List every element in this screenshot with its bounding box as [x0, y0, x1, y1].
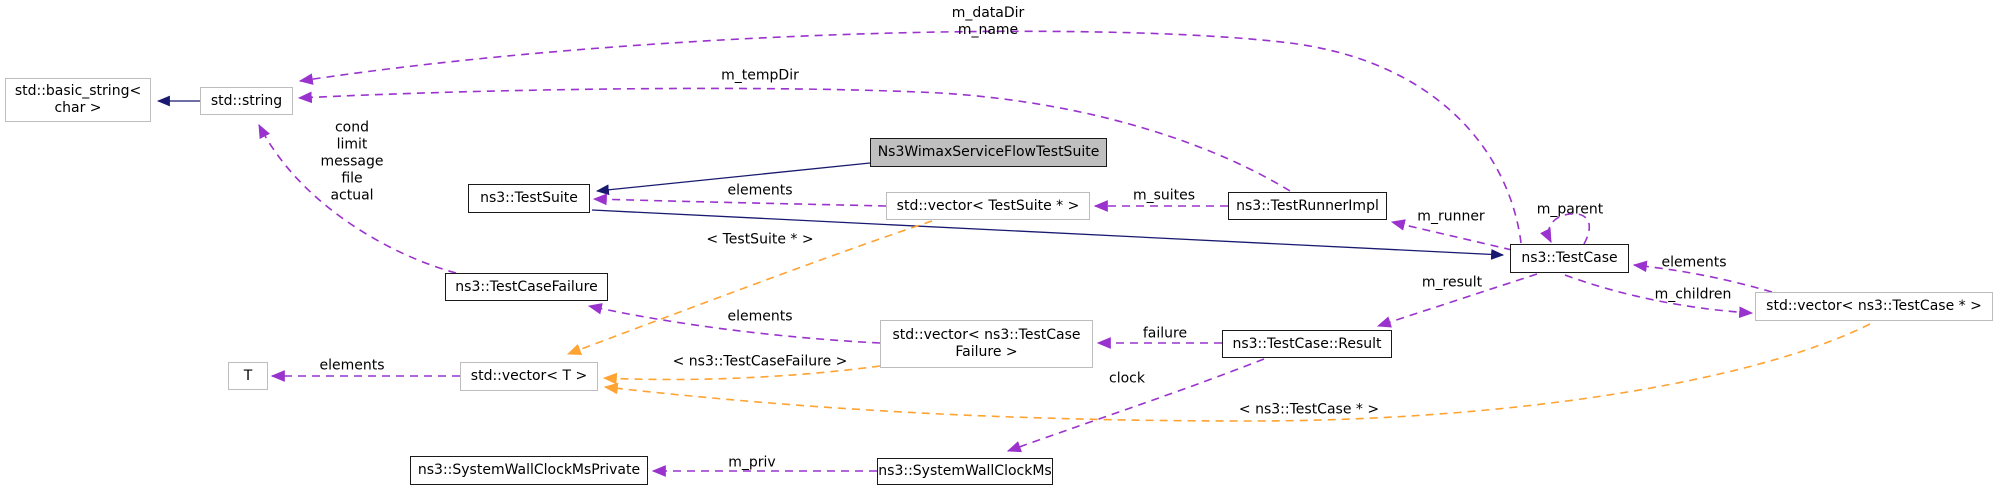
node-label: ns3::SystemWallClockMsPrivate [417, 462, 641, 478]
node-label: ns3::TestCase [1521, 250, 1618, 266]
edge-label-elements-testcase: elements [1661, 254, 1727, 271]
edge-m-tempdir [297, 87, 1291, 192]
edge-label-m-suites: m_suites [1132, 187, 1196, 204]
edge-label-clock: clock [1109, 370, 1145, 387]
node-std-vector-ns3-testcasefailure: std::vector< ns3::TestCase Failure > [880, 320, 1093, 368]
node-std-string: std::string [200, 87, 293, 115]
edge-label-cond-limit-message-file-actual: cond limit message file actual [320, 119, 384, 204]
node-label: Failure > [955, 344, 1018, 360]
edge-label-template-testsuite-ptr: < TestSuite * > [706, 231, 814, 248]
node-label: ns3::TestCaseFailure [455, 278, 598, 295]
edge-label-template-testcasefailure: < ns3::TestCaseFailure > [672, 353, 848, 370]
node-std-vector-testsuite-ptr: std::vector< TestSuite * > [886, 192, 1090, 220]
node-label: std::vector< ns3::TestCase [892, 327, 1081, 343]
node-label: std::string [210, 92, 283, 109]
node-std-basic-string: std::basic_string< char > [5, 78, 151, 122]
edge-label-elements-testcasefailure: elements [727, 308, 793, 325]
edge-elements-vectcf-tcf [587, 303, 881, 344]
node-ns3-systemwallclockms[interactable]: ns3::SystemWallClockMs [877, 458, 1053, 485]
edge-template-vectestcase-vect [603, 323, 1871, 422]
edge-clock [1006, 358, 1265, 453]
edge-label-m-priv: m_priv [728, 454, 776, 471]
node-label: std::vector< ns3::TestCase * > [1766, 298, 1982, 314]
edge-template-vecsuite-vect [566, 220, 933, 355]
edge-label-m-runner: m_runner [1417, 208, 1485, 225]
node-label: std::basic_string< [14, 83, 142, 99]
node-ns3-testcase[interactable]: ns3::TestCase [1510, 244, 1629, 273]
node-std-vector-t: std::vector< T > [460, 362, 598, 391]
node-label: T [243, 367, 253, 384]
edge-label-template-testcase-ptr: < ns3::TestCase * > [1238, 401, 1380, 418]
edge-label-m-datadir-m-name: m_dataDir m_name [951, 5, 1025, 38]
node-label: Ns3WimaxServiceFlowTestSuite [877, 144, 1100, 160]
node-template-t: T [228, 362, 268, 390]
edge-inherit-wimax-testsuite [595, 162, 871, 196]
edge-label-elements-t: elements [319, 357, 385, 374]
edge-template-vectcf-vect [602, 365, 881, 385]
node-ns3-testsuite[interactable]: ns3::TestSuite [468, 184, 590, 213]
edge-m-children [1564, 274, 1754, 319]
edge-elements-vecsuite-testsuite [592, 193, 887, 207]
edge-label-m-children: m_children [1654, 286, 1732, 303]
node-ns3-testrunnerimpl[interactable]: ns3::TestRunnerImpl [1228, 192, 1387, 220]
node-label: ns3::SystemWallClockMs [878, 463, 1052, 479]
edge-label-failure: failure [1142, 325, 1188, 342]
edge-label-m-result: m_result [1421, 274, 1483, 291]
edge-cond-limit-message-file-actual [258, 123, 457, 274]
edge-label-elements-testsuite: elements [727, 182, 793, 199]
node-label: ns3::TestSuite [480, 190, 578, 206]
edge-elements-vectestcase-testcase [1632, 260, 1773, 293]
edge-label-m-tempdir: m_tempDir [721, 67, 799, 84]
node-ns3-systemwallclockmsprivate[interactable]: ns3::SystemWallClockMsPrivate [410, 456, 648, 485]
node-label: ns3::TestRunnerImpl [1236, 197, 1379, 214]
node-label: char > [54, 100, 102, 116]
node-std-vector-ns3-testcase-ptr: std::vector< ns3::TestCase * > [1755, 292, 1993, 321]
node-label: std::vector< T > [470, 368, 588, 384]
edge-label-m-parent: m_parent [1536, 201, 1604, 218]
node-label: ns3::TestCase::Result [1232, 335, 1382, 352]
edge-m-runner [1390, 219, 1513, 251]
edge-inherit-testsuite-testcase [591, 209, 1505, 260]
edge-m-datadir-m-name [298, 30, 1522, 244]
edge-m-parent-loop [1540, 213, 1590, 245]
node-label: std::vector< TestSuite * > [896, 197, 1080, 214]
node-ns3-testcasefailure[interactable]: ns3::TestCaseFailure [445, 273, 608, 301]
node-ns3wimaxserviceflowtestsuite: Ns3WimaxServiceFlowTestSuite [870, 138, 1107, 167]
node-ns3-testcase-result[interactable]: ns3::TestCase::Result [1222, 330, 1392, 358]
